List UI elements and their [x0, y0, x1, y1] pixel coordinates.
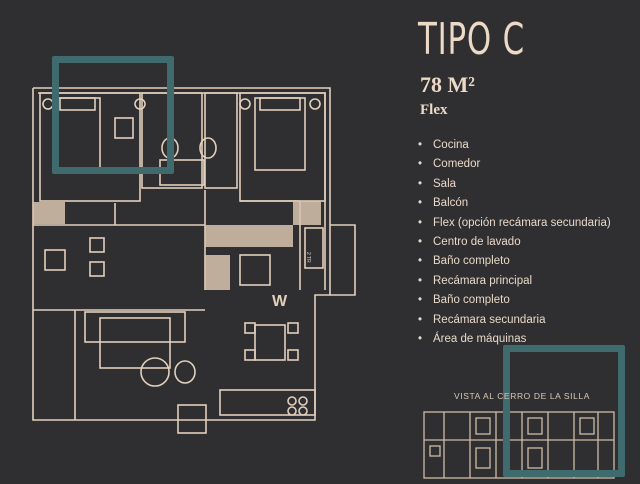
fridge-mark: 2 TR — [305, 252, 311, 263]
highlight-frame-keyplan — [503, 345, 625, 477]
unit-title: TIPO C — [418, 14, 525, 65]
feature-item: •Centro de lavado — [418, 235, 521, 248]
feature-item: •Área de máquinas — [418, 332, 527, 345]
feature-list: •Cocina •Comedor •Sala •Balcón •Flex (op… — [418, 136, 611, 349]
feature-item: •Sala — [418, 177, 457, 190]
feature-item: •Comedor — [418, 158, 481, 171]
door-w-mark: W — [272, 293, 288, 310]
unit-type: Flex — [420, 102, 448, 118]
feature-item: •Cocina — [418, 139, 469, 151]
feature-item: •Flex (opción recámara secundaria) — [418, 216, 611, 229]
feature-item: •Recámara principal — [418, 274, 533, 287]
highlight-frame-bedroom — [52, 56, 174, 174]
feature-item: •Baño completo — [418, 294, 510, 307]
feature-item: •Baño completo — [418, 255, 510, 268]
key-plan-drawing — [423, 411, 615, 479]
feature-item: •Recámara secundaria — [418, 313, 546, 326]
unit-area: 78 M² — [420, 72, 475, 97]
feature-item: •Balcón — [418, 197, 469, 210]
key-plan-label: VISTA AL CERRO DE LA SILLA — [454, 391, 591, 401]
